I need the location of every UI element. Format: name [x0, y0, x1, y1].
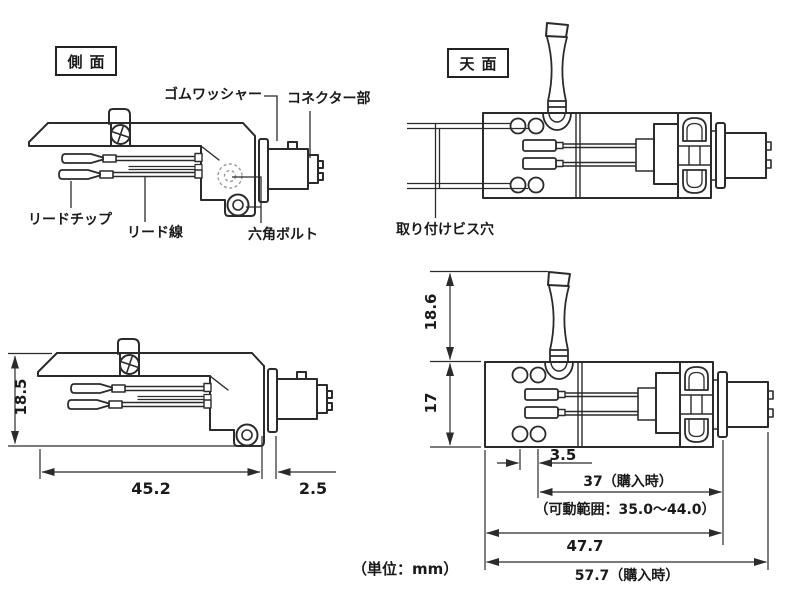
top-view-drawing-dimensioned: [484, 271, 774, 448]
dim-top-finger-lift-height: 18.6: [422, 293, 440, 331]
dim-top-length-to-flange: 47.7: [566, 537, 604, 555]
side-view-drawing-labeled: [28, 108, 324, 217]
connector-section-label: コネクター部: [287, 91, 371, 107]
dim-side-connector-length: 2.5: [298, 479, 328, 498]
dimension-lines-side: [8, 352, 336, 479]
mounting-screw-holes-label: 取り付けビス穴: [396, 222, 494, 238]
hidden-bolt-dashed-circle: [217, 163, 243, 189]
dim-side-shell-length: 45.2: [131, 479, 171, 498]
dim-top-overhang-default: 37（購入時）: [583, 474, 673, 490]
top-view-drawing-labeled: [482, 22, 772, 199]
lead-wire-label: リード線: [127, 225, 183, 241]
dim-top-movable-range: （可動範囲：35.0～44.0）: [534, 502, 716, 518]
rubber-washer-label: ゴムワッシャー: [164, 87, 262, 103]
dim-side-height: 18.5: [12, 378, 30, 416]
unit-note: （単位：mm）: [352, 560, 459, 578]
top-view-title: 天面: [447, 48, 509, 78]
side-view-title: 側面: [55, 46, 117, 76]
dimension-lines-top: [430, 270, 769, 570]
lead-tip-label: リードチップ: [28, 212, 112, 228]
dim-top-total-length: 57.7（購入時）: [574, 568, 680, 584]
leader-lines: [70, 95, 528, 223]
dim-top-hole-spacing: 3.5: [549, 446, 577, 464]
hex-bolt-label: 六角ボルト: [248, 227, 318, 243]
dim-top-body-width: 17: [422, 392, 440, 414]
side-view-drawing-dimensioned: [37, 338, 333, 447]
